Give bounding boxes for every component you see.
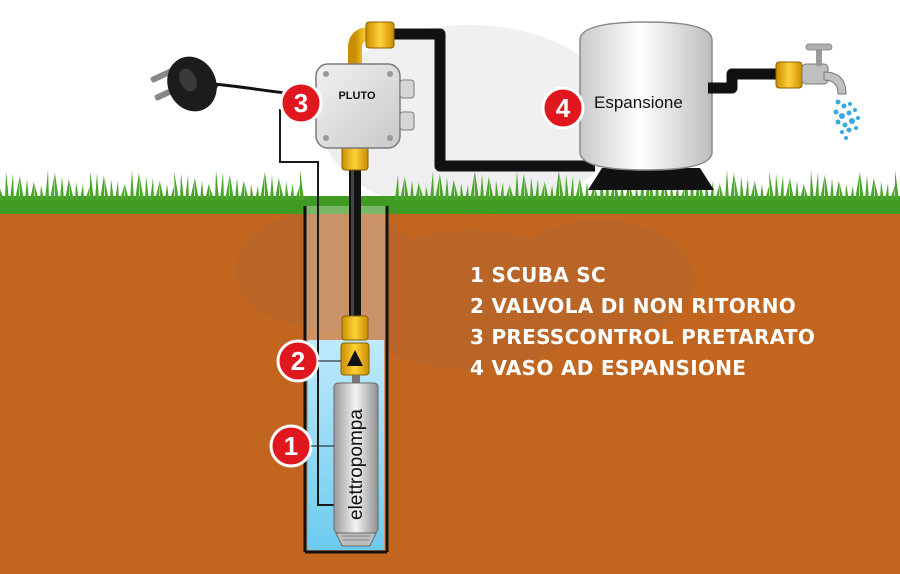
water-spray — [833, 99, 860, 140]
tank-label: Espansione — [594, 93, 683, 112]
svg-text:1: 1 — [284, 431, 298, 461]
svg-text:2: 2 — [291, 346, 305, 376]
pipe-to-tank — [392, 28, 595, 172]
controller-brand: PLUTO — [338, 90, 376, 102]
submersible-pump: elettropompa — [333, 375, 379, 547]
faucet-fitting — [775, 61, 803, 89]
marker-1: 1 — [269, 424, 334, 468]
legend-item-4: 4 VASO AD ESPANSIONE — [470, 356, 747, 380]
svg-text:3: 3 — [294, 88, 308, 118]
marker-3: 3 — [279, 81, 323, 125]
controller-fitting — [341, 145, 369, 171]
pump-label: elettropompa — [346, 409, 367, 520]
legend-item-3: 3 PRESSCONTROL PRETARATO — [470, 325, 816, 349]
plug-icon — [150, 56, 218, 112]
elbow-fitting — [365, 21, 395, 49]
pipe-to-faucet — [708, 68, 780, 94]
discharge-pipe — [349, 168, 361, 318]
check-valve-arrow-icon — [347, 350, 363, 366]
grass — [0, 170, 900, 214]
pipe-fitting — [341, 315, 369, 341]
soil — [0, 210, 900, 574]
faucet-icon — [801, 43, 847, 95]
check-valve — [340, 342, 370, 376]
marker-4: 4 — [541, 86, 585, 130]
legend-item-2: 2 VALVOLA DI NON RITORNO — [470, 294, 797, 318]
legend-item-1: 1 SCUBA SC — [470, 263, 606, 287]
expansion-tank: Espansione — [579, 21, 714, 190]
marker-2: 2 — [276, 339, 341, 383]
press-controller: PLUTO — [315, 63, 415, 149]
legend: 1 SCUBA SC 2 VALVOLA DI NON RITORNO 3 PR… — [470, 260, 815, 384]
svg-text:4: 4 — [556, 93, 571, 123]
